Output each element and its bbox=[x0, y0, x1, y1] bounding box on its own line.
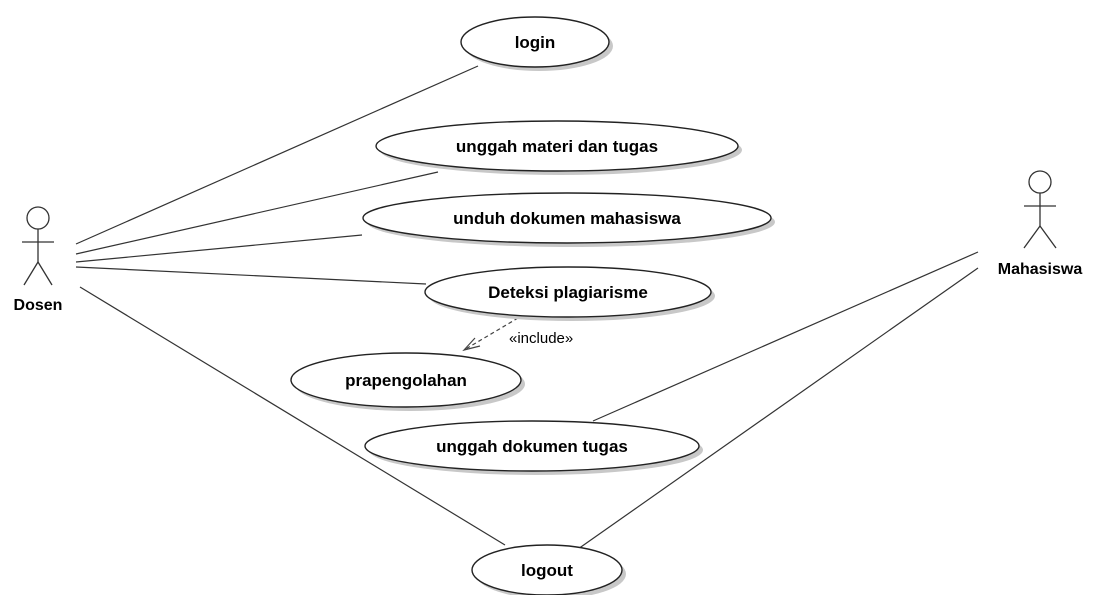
use-case-prapengolahan[interactable]: prapengolahan bbox=[290, 352, 525, 411]
use-case-prapengolahan-label: prapengolahan bbox=[345, 371, 467, 390]
use-case-unggah-dokumen[interactable]: unggah dokumen tugas bbox=[364, 420, 703, 475]
use-case-login-label: login bbox=[515, 33, 556, 52]
assoc-dosen-login bbox=[75, 65, 479, 245]
assoc-dosen-deteksi bbox=[75, 266, 427, 285]
use-case-logout[interactable]: logout bbox=[471, 544, 626, 595]
actor-mahasiswa-label: Mahasiswa bbox=[998, 261, 1083, 278]
actor-dosen-figure-icon bbox=[22, 206, 54, 286]
use-case-logout-label: logout bbox=[521, 561, 573, 580]
use-case-unggah-dokumen-label: unggah dokumen tugas bbox=[436, 437, 628, 456]
use-case-unduh-dokumen[interactable]: unduh dokumen mahasiswa bbox=[362, 192, 775, 247]
include-dependency-line bbox=[463, 317, 519, 351]
use-case-deteksi[interactable]: Deteksi plagiarisme bbox=[424, 266, 715, 321]
assoc-mahasiswa-unggah-dokumen bbox=[592, 251, 979, 422]
assoc-dosen-logout bbox=[79, 286, 506, 546]
include-stereotype-label: «include» bbox=[509, 330, 573, 347]
include-arrowhead bbox=[462, 337, 481, 352]
actor-mahasiswa-figure-icon bbox=[1023, 170, 1057, 249]
actor-mahasiswa[interactable]: Mahasiswa bbox=[998, 170, 1083, 278]
assoc-dosen-unduh-dokumen bbox=[75, 234, 363, 263]
actor-dosen-label: Dosen bbox=[14, 297, 63, 314]
use-case-unggah-materi[interactable]: unggah materi dan tugas bbox=[375, 120, 742, 175]
use-case-unggah-materi-label: unggah materi dan tugas bbox=[456, 137, 658, 156]
use-case-login[interactable]: login bbox=[460, 16, 613, 71]
assoc-mahasiswa-logout bbox=[577, 267, 979, 550]
use-case-unduh-dokumen-label: unduh dokumen mahasiswa bbox=[453, 209, 681, 228]
actor-dosen[interactable]: Dosen bbox=[14, 206, 63, 314]
assoc-dosen-unggah-materi bbox=[75, 171, 439, 255]
use-case-deteksi-label: Deteksi plagiarisme bbox=[488, 283, 648, 302]
associations bbox=[75, 65, 979, 550]
